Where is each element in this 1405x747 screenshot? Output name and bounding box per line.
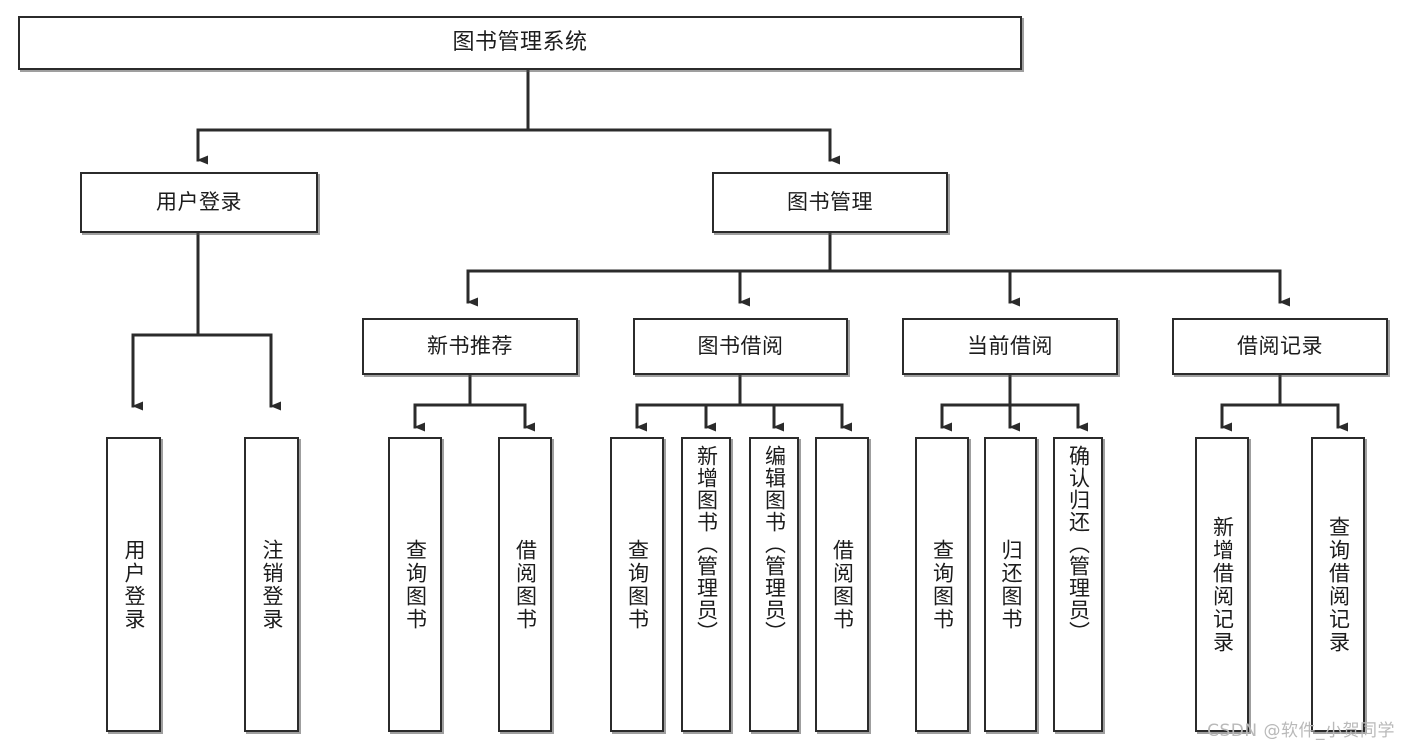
node-leaf-query-book-current[interactable]: 查询图书 (915, 437, 969, 732)
node-leaf-add-borrow-record[interactable]: 新增借阅记录 (1195, 437, 1249, 732)
node-book-borrow-label: 图书借阅 (697, 333, 784, 358)
node-leaf-return-book[interactable]: 归还图书 (984, 437, 1037, 732)
node-leaf-borrow-book[interactable]: 借阅图书 (815, 437, 869, 732)
node-leaf-user-login-label: 用户登录 (122, 538, 146, 631)
node-leaf-query-book-newbook-label: 查询图书 (403, 538, 428, 631)
node-leaf-query-book-borrow-label: 查询图书 (625, 538, 650, 631)
node-leaf-user-login[interactable]: 用户登录 (106, 437, 161, 732)
node-new-book-recommend-label: 新书推荐 (427, 333, 513, 358)
node-current-borrow[interactable]: 当前借阅 (902, 318, 1118, 375)
node-leaf-edit-book-admin-label: 编辑图书（管理员） (762, 445, 787, 643)
node-user-login-label: 用户登录 (156, 189, 242, 214)
node-leaf-confirm-return-admin[interactable]: 确认归还（管理员） (1053, 437, 1103, 732)
node-leaf-borrow-book-newbook-label: 借阅图书 (513, 538, 538, 631)
node-current-borrow-label: 当前借阅 (967, 333, 1053, 358)
node-leaf-borrow-book-newbook[interactable]: 借阅图书 (498, 437, 552, 732)
node-leaf-query-book-current-label: 查询图书 (930, 538, 955, 631)
node-leaf-query-borrow-record[interactable]: 查询借阅记录 (1311, 437, 1365, 732)
node-borrow-record[interactable]: 借阅记录 (1172, 318, 1388, 375)
node-leaf-add-book-admin-label: 新增图书（管理员） (694, 445, 719, 643)
node-borrow-record-label: 借阅记录 (1237, 333, 1323, 358)
node-new-book-recommend[interactable]: 新书推荐 (362, 318, 578, 375)
node-leaf-borrow-book-label: 借阅图书 (830, 538, 855, 631)
node-leaf-logout-label: 注销登录 (260, 538, 284, 631)
node-book-management[interactable]: 图书管理 (712, 172, 948, 233)
node-root-system-label: 图书管理系统 (452, 29, 588, 55)
node-leaf-return-book-label: 归还图书 (999, 538, 1023, 631)
node-leaf-query-borrow-record-label: 查询借阅记录 (1326, 515, 1351, 654)
node-leaf-query-book-newbook[interactable]: 查询图书 (388, 437, 442, 732)
node-leaf-query-book-borrow[interactable]: 查询图书 (610, 437, 664, 732)
node-leaf-edit-book-admin[interactable]: 编辑图书（管理员） (749, 437, 799, 732)
node-book-management-label: 图书管理 (787, 189, 873, 214)
node-root-system[interactable]: 图书管理系统 (18, 16, 1022, 70)
node-leaf-add-book-admin[interactable]: 新增图书（管理员） (681, 437, 731, 732)
csdn-watermark: CSDN @软件_小贺同学 (1207, 721, 1395, 741)
node-leaf-confirm-return-admin-label: 确认归还（管理员） (1066, 445, 1091, 643)
node-book-borrow[interactable]: 图书借阅 (633, 318, 848, 375)
node-leaf-logout[interactable]: 注销登录 (244, 437, 299, 732)
node-leaf-add-borrow-record-label: 新增借阅记录 (1210, 515, 1235, 654)
node-user-login[interactable]: 用户登录 (80, 172, 318, 233)
